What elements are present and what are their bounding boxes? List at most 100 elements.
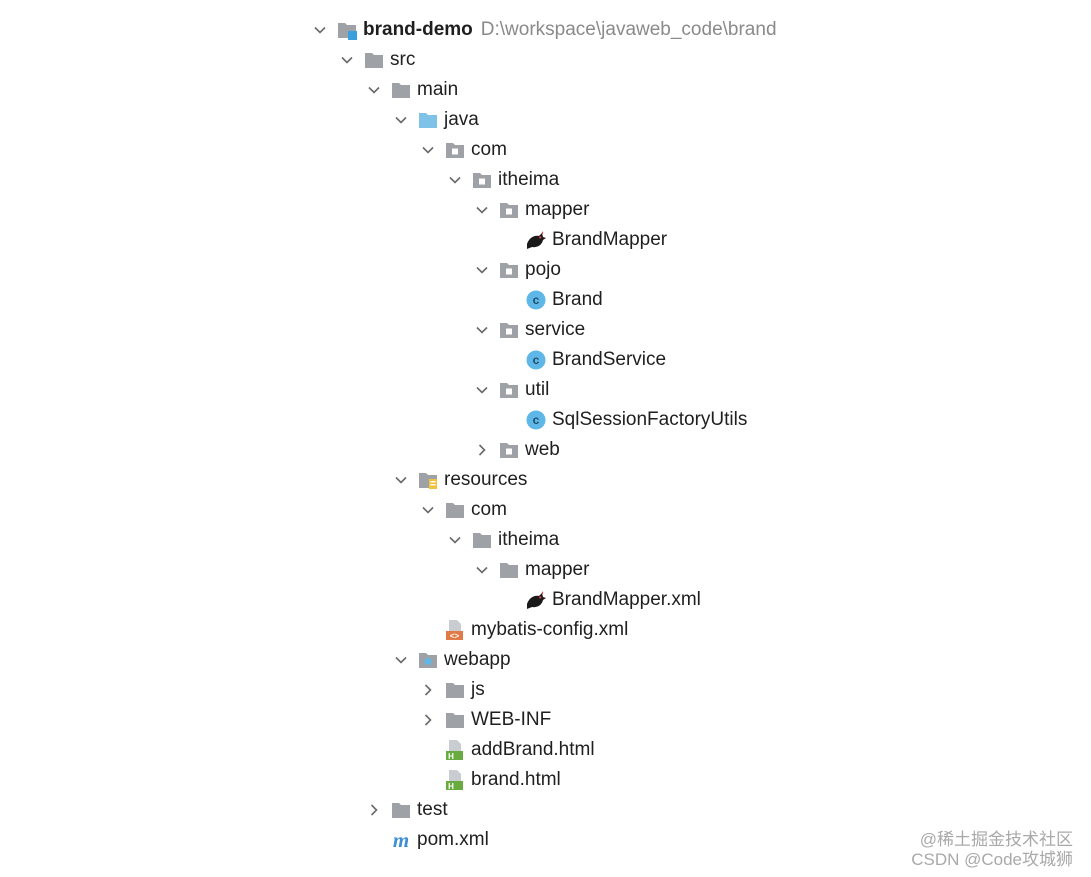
tree-item-web[interactable]: web <box>472 435 1091 465</box>
chevron-down-icon[interactable] <box>337 50 357 70</box>
chevron-down-icon[interactable] <box>364 80 384 100</box>
project-path: D:\workspace\javaweb_code\brand <box>480 19 777 40</box>
tree-item-label: itheima <box>498 529 560 550</box>
tree-item-com[interactable]: com <box>418 135 1091 165</box>
tree-item-webapp[interactable]: webapp <box>391 645 1091 675</box>
chevron-down-icon[interactable] <box>391 470 411 490</box>
chevron-down-icon[interactable] <box>445 530 465 550</box>
tree-item-label: brand-demo <box>363 19 473 40</box>
web-folder-icon <box>417 649 439 671</box>
tree-item-label: java <box>444 109 479 130</box>
chevron-right-icon[interactable] <box>418 710 438 730</box>
chevron-down-icon[interactable] <box>391 110 411 130</box>
svg-text:c: c <box>533 353 540 367</box>
chevron-spacer <box>499 410 519 430</box>
maven-file-icon: m <box>390 829 412 851</box>
source-folder-icon <box>417 109 439 131</box>
tree-item-web-inf[interactable]: WEB-INF <box>418 705 1091 735</box>
tree-item-label: webapp <box>444 649 511 670</box>
html-file-icon: H <box>444 739 466 761</box>
chevron-down-icon[interactable] <box>418 140 438 160</box>
tree-item-test[interactable]: test <box>364 795 1091 825</box>
tree-item-brandmapper[interactable]: BrandMapper <box>499 225 1091 255</box>
tree-item-label: mapper <box>525 199 590 220</box>
tree-item-label: BrandMapper.xml <box>552 589 701 610</box>
chevron-down-icon[interactable] <box>445 170 465 190</box>
chevron-down-icon[interactable] <box>418 500 438 520</box>
tree-item-brandmapper-xml[interactable]: BrandMapper.xml <box>499 585 1091 615</box>
chevron-spacer <box>499 350 519 370</box>
tree-item-label: SqlSessionFactoryUtils <box>552 409 748 430</box>
package-folder-icon <box>498 379 520 401</box>
package-folder-icon <box>498 319 520 341</box>
tree-item-util[interactable]: util <box>472 375 1091 405</box>
tree-item-label: WEB-INF <box>471 709 552 730</box>
tree-item-service[interactable]: service <box>472 315 1091 345</box>
chevron-spacer <box>499 290 519 310</box>
folder-icon <box>444 709 466 731</box>
tree-item-itheima[interactable]: itheima <box>445 165 1091 195</box>
chevron-down-icon[interactable] <box>391 650 411 670</box>
tree-item-label: com <box>471 499 507 520</box>
tree-item-label: resources <box>444 469 528 490</box>
tree-item-js[interactable]: js <box>418 675 1091 705</box>
chevron-down-icon[interactable] <box>472 200 492 220</box>
chevron-right-icon[interactable] <box>418 680 438 700</box>
folder-icon <box>444 499 466 521</box>
tree-item-label: pom.xml <box>417 829 489 850</box>
tree-item-label: com <box>471 139 507 160</box>
svg-text:H: H <box>448 752 454 761</box>
chevron-spacer <box>418 770 438 790</box>
chevron-right-icon[interactable] <box>364 800 384 820</box>
tree-item-pojo[interactable]: pojo <box>472 255 1091 285</box>
chevron-spacer <box>499 230 519 250</box>
tree-item-label: brand.html <box>471 769 561 790</box>
tree-item-brand-demo[interactable]: brand-demo D:\workspace\javaweb_code\bran… <box>310 15 1091 45</box>
tree-item-label: src <box>390 49 416 70</box>
tree-item-com[interactable]: com <box>418 495 1091 525</box>
tree-item-java[interactable]: java <box>391 105 1091 135</box>
svg-text:c: c <box>533 293 540 307</box>
tree-item-label: pojo <box>525 259 561 280</box>
tree-item-pom-xml[interactable]: m pom.xml <box>364 825 1091 855</box>
tree-item-label: web <box>525 439 560 460</box>
java-class-icon: c <box>525 349 547 371</box>
java-class-icon: c <box>525 289 547 311</box>
java-class-icon: c <box>525 409 547 431</box>
folder-icon <box>498 559 520 581</box>
tree-item-src[interactable]: src <box>337 45 1091 75</box>
tree-item-mybatis-config-xml[interactable]: <>mybatis-config.xml <box>418 615 1091 645</box>
watermark-juejin: @稀土掘金技术社区 <box>919 830 1073 849</box>
chevron-down-icon[interactable] <box>310 20 330 40</box>
html-file-icon: H <box>444 769 466 791</box>
chevron-down-icon[interactable] <box>472 380 492 400</box>
folder-icon <box>390 79 412 101</box>
chevron-down-icon[interactable] <box>472 260 492 280</box>
chevron-down-icon[interactable] <box>472 320 492 340</box>
package-folder-icon <box>498 199 520 221</box>
tree-item-label: BrandMapper <box>552 229 668 250</box>
tree-item-resources[interactable]: resources <box>391 465 1091 495</box>
package-folder-icon <box>444 139 466 161</box>
tree-item-label: util <box>525 379 550 400</box>
svg-text:m: m <box>393 829 409 851</box>
folder-icon <box>471 529 493 551</box>
mybatis-bird-icon <box>525 589 547 611</box>
chevron-down-icon[interactable] <box>472 560 492 580</box>
tree-item-main[interactable]: main <box>364 75 1091 105</box>
package-folder-icon <box>498 259 520 281</box>
tree-item-itheima[interactable]: itheima <box>445 525 1091 555</box>
package-folder-icon <box>498 439 520 461</box>
chevron-right-icon[interactable] <box>472 440 492 460</box>
watermark-csdn: CSDN @Code攻城狮 <box>911 850 1073 869</box>
tree-item-label: main <box>417 79 459 100</box>
tree-item-mapper[interactable]: mapper <box>472 555 1091 585</box>
folder-icon <box>363 49 385 71</box>
tree-item-mapper[interactable]: mapper <box>472 195 1091 225</box>
folder-icon <box>390 799 412 821</box>
